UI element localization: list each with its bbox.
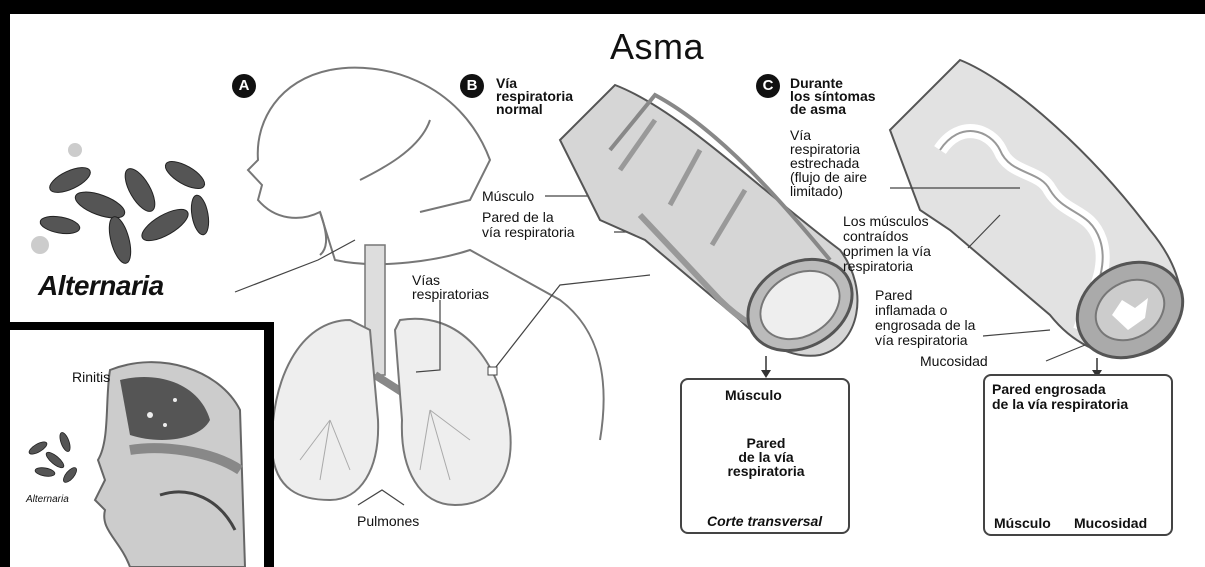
asthma-box-title-line2: de la vía respiratoria bbox=[992, 397, 1128, 412]
rinitis-inset: Rinitis Alternaria bbox=[10, 322, 274, 567]
normal-airway bbox=[560, 85, 869, 369]
pulmones-label: Pulmones bbox=[357, 514, 419, 529]
alternaria-label: Alternaria bbox=[38, 270, 164, 302]
inflamada-label-line4: vía respiratoria bbox=[875, 333, 968, 348]
asthma-box-title-line1: Pared engrosada bbox=[992, 382, 1106, 397]
section-a-badge: A bbox=[232, 74, 256, 98]
rinitis-illustration bbox=[10, 330, 256, 567]
contraidos-label-line2: contraídos bbox=[843, 229, 908, 244]
estrechada-label-line5: limitado) bbox=[790, 184, 843, 199]
inflamada-label-line3: engrosada de la bbox=[875, 318, 975, 333]
contraidos-label-line4: respiratoria bbox=[843, 259, 913, 274]
contraidos-label-line1: Los músculos bbox=[843, 214, 929, 229]
normal-box-caption: Corte transversal bbox=[707, 514, 822, 529]
normal-box-musculo: Músculo bbox=[725, 388, 782, 403]
pared-label-line2: vía respiratoria bbox=[482, 225, 575, 240]
section-c-badge: C bbox=[756, 74, 780, 98]
vias-label-line2: respiratorias bbox=[412, 287, 489, 302]
asthma-box-musculo: Músculo bbox=[994, 516, 1051, 531]
inflamada-label-line1: Pared bbox=[875, 288, 912, 303]
contraidos-label-line3: oprimen la vía bbox=[843, 244, 931, 259]
normal-box-pared-line3: respiratoria bbox=[725, 464, 807, 479]
section-b-badge: B bbox=[460, 74, 484, 98]
pared-label-line1: Pared de la bbox=[482, 210, 554, 225]
musculo-label: Músculo bbox=[482, 189, 534, 204]
inset-alternaria-label: Alternaria bbox=[26, 492, 69, 507]
inflamada-label-line2: inflamada o bbox=[875, 303, 947, 318]
section-b-heading-line3: normal bbox=[496, 102, 543, 117]
section-c-heading-line3: de asma bbox=[790, 102, 846, 117]
page-title: Asma bbox=[610, 26, 704, 68]
rinitis-label: Rinitis bbox=[72, 370, 110, 385]
asthma-box-mucosidad: Mucosidad bbox=[1074, 516, 1147, 531]
mucosidad-label: Mucosidad bbox=[920, 354, 988, 369]
alternaria-spores bbox=[39, 156, 211, 265]
